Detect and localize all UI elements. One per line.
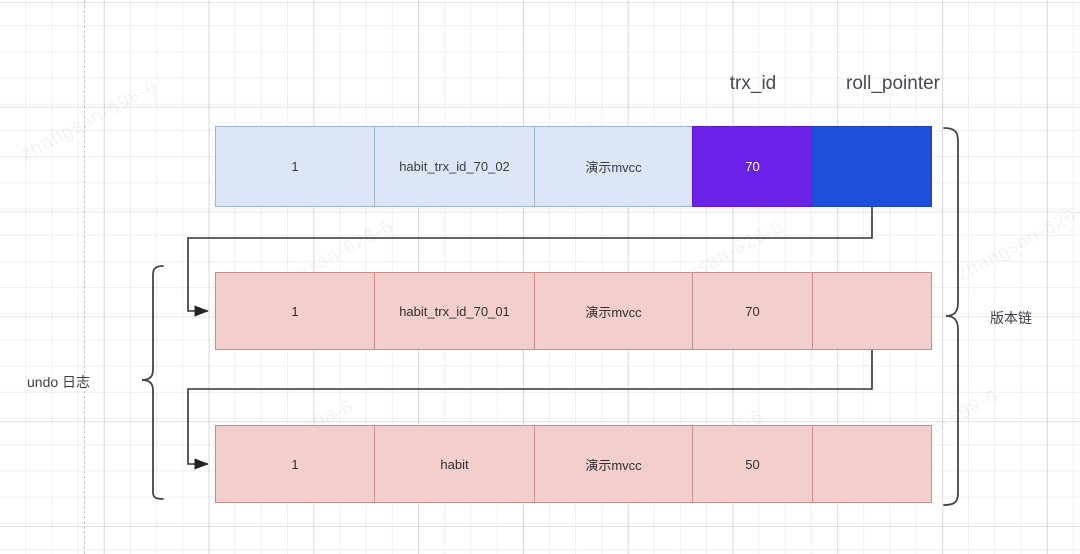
- watermark: zhangsan-626-6: [953, 195, 1080, 286]
- table-cell-name: habit_trx_id_70_01: [374, 272, 535, 350]
- table-cell-roll-pointer: [812, 272, 932, 350]
- table-row: 1 habit_trx_id_70_02 演示mvcc 70: [215, 126, 932, 207]
- table-cell-roll-pointer: [812, 126, 932, 207]
- table-cell-trx-id: 70: [692, 272, 813, 350]
- table-row: 1 habit 演示mvcc 50: [215, 425, 932, 503]
- table-row: 1 habit_trx_id_70_01 演示mvcc 70: [215, 272, 932, 350]
- table-cell-desc: 演示mvcc: [534, 425, 693, 503]
- table-cell-name: habit_trx_id_70_02: [374, 126, 535, 207]
- table-cell-desc: 演示mvcc: [534, 126, 693, 207]
- column-label-roll-pointer: roll_pointer: [846, 73, 940, 94]
- table-cell-roll-pointer: [812, 425, 932, 503]
- table-cell-desc: 演示mvcc: [534, 272, 693, 350]
- column-label-trx-id: trx_id: [729, 73, 777, 94]
- table-cell-name: habit: [374, 425, 535, 503]
- label-undo-log: undo 日志: [27, 374, 91, 390]
- table-cell-trx-id: 50: [692, 425, 813, 503]
- table-cell-id: 1: [215, 272, 375, 350]
- watermark: zhangsan-698-6: [17, 75, 162, 166]
- label-version-chain: 版本链: [990, 310, 1032, 326]
- table-cell-id: 1: [215, 425, 375, 503]
- brace-version-chain: [943, 127, 959, 506]
- page-guide-line: [84, 0, 85, 554]
- table-cell-id: 1: [215, 126, 375, 207]
- brace-undo-log: [141, 265, 164, 500]
- table-cell-trx-id: 70: [692, 126, 813, 207]
